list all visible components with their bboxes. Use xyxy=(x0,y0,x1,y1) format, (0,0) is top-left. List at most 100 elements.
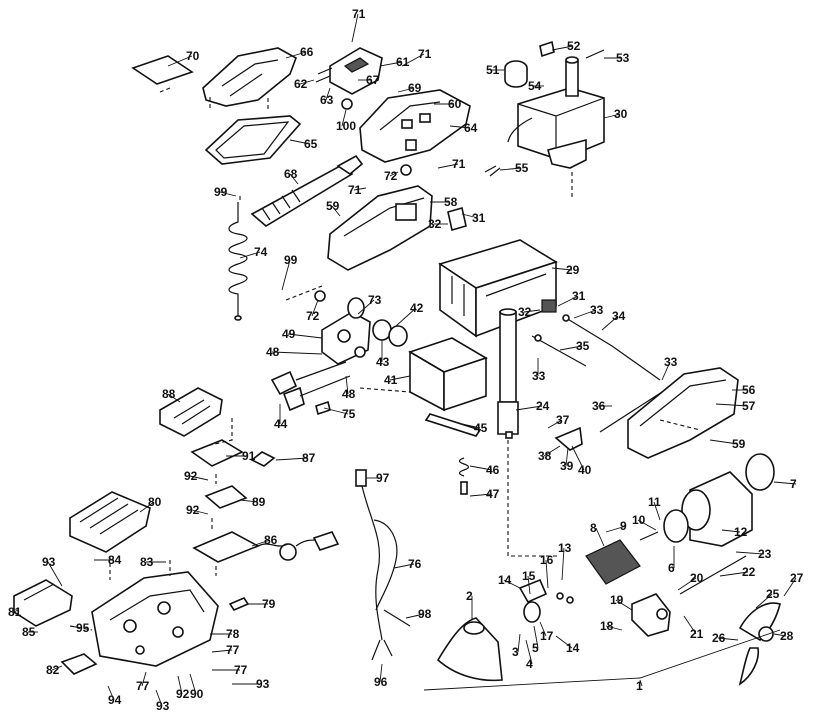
part-label-54: 54 xyxy=(528,79,542,93)
cable-76 xyxy=(355,469,411,661)
leader-line-46 xyxy=(469,465,493,471)
leader-line-61 xyxy=(379,61,403,67)
leader-line-7 xyxy=(773,481,797,485)
part-label-93c: 93 xyxy=(156,699,170,713)
part-label-31a: 31 xyxy=(472,211,486,225)
control-housing-64 xyxy=(341,89,471,163)
part-label-80: 80 xyxy=(148,495,162,509)
part-label-31b: 31 xyxy=(572,289,586,303)
motor-housing-12 xyxy=(681,453,775,547)
leader-line-89 xyxy=(239,499,259,503)
part-label-8: 8 xyxy=(590,521,597,535)
leader-line-90 xyxy=(189,673,197,695)
pedal-part-81 xyxy=(13,579,73,627)
leader-line-71c xyxy=(437,163,459,169)
cover-plate-70 xyxy=(131,55,194,85)
leader-line-19 xyxy=(615,599,633,611)
part-label-3: 3 xyxy=(512,645,519,659)
leader-line-4 xyxy=(525,639,533,665)
part-label-100: 100 xyxy=(336,119,356,133)
part-label-91: 91 xyxy=(242,449,256,463)
leader-line-26 xyxy=(717,637,739,641)
leader-line-92b xyxy=(191,509,209,515)
leader-line-48b xyxy=(345,375,349,395)
leader-line-74 xyxy=(239,251,261,259)
part-label-5: 5 xyxy=(532,641,539,655)
part-label-78: 78 xyxy=(226,627,240,641)
leader-line-20 xyxy=(677,577,697,591)
leader-line-37 xyxy=(547,419,563,429)
part-label-89: 89 xyxy=(252,495,266,509)
part-label-9: 9 xyxy=(620,519,627,533)
leader-line-33b xyxy=(661,361,671,381)
part-label-36: 36 xyxy=(592,399,606,413)
leader-line-39 xyxy=(565,447,569,467)
part-label-40: 40 xyxy=(578,463,592,477)
leader-line-21 xyxy=(683,615,697,635)
leader-line-88 xyxy=(167,393,181,403)
part-label-20: 20 xyxy=(690,571,704,585)
leader-line-14a xyxy=(503,579,521,589)
part-label-59a: 59 xyxy=(326,199,340,213)
leader-line-93c xyxy=(155,689,163,707)
leader-line-80 xyxy=(139,501,155,513)
leader-line-32b xyxy=(523,309,541,313)
leader-line-31a xyxy=(461,213,479,219)
leader-line-68 xyxy=(289,173,299,185)
part-label-34: 34 xyxy=(612,309,626,323)
part-label-65: 65 xyxy=(304,137,318,151)
top-cover-66 xyxy=(202,47,297,110)
part-label-96: 96 xyxy=(374,675,388,689)
part-label-47: 47 xyxy=(486,487,500,501)
leader-line-3 xyxy=(517,633,521,653)
part-label-69: 69 xyxy=(408,81,422,95)
assembly-bracket-1 xyxy=(423,629,781,691)
part-label-98: 98 xyxy=(418,607,432,621)
part-label-37: 37 xyxy=(556,413,570,427)
leader-line-71b xyxy=(401,53,425,67)
armature-8 xyxy=(585,509,689,585)
leader-line-38 xyxy=(543,445,561,457)
part-label-7: 7 xyxy=(790,477,797,491)
leader-line-71a xyxy=(351,13,359,43)
leader-line-47 xyxy=(469,493,493,497)
leader-line-48a xyxy=(271,351,323,355)
pedal-circuit-86 xyxy=(192,531,340,563)
leader-line-15 xyxy=(527,575,531,595)
leader-line-86 xyxy=(251,539,271,547)
part-label-46: 46 xyxy=(486,463,500,477)
part-label-29: 29 xyxy=(566,263,580,277)
leader-line-24 xyxy=(515,405,543,411)
part-label-59b: 59 xyxy=(732,437,746,451)
gasket-65 xyxy=(204,115,302,165)
rods-33-35 xyxy=(531,314,661,381)
leader-line-55 xyxy=(499,167,522,171)
part-label-35: 35 xyxy=(576,339,590,353)
leader-line-99a xyxy=(219,191,237,197)
leader-line-31b xyxy=(557,295,579,307)
part-label-70: 70 xyxy=(186,49,200,63)
part-label-84: 84 xyxy=(108,553,122,567)
part-label-72b: 72 xyxy=(306,309,320,323)
leader-line-76 xyxy=(393,563,415,569)
part-label-4: 4 xyxy=(526,657,533,671)
leader-line-12 xyxy=(721,529,741,533)
side-plate-56 xyxy=(627,367,739,459)
leader-line-64 xyxy=(449,125,471,129)
part-label-22: 22 xyxy=(742,565,756,579)
leader-line-94 xyxy=(107,685,115,701)
part-label-12: 12 xyxy=(734,525,748,539)
pedal-pad-80 xyxy=(69,491,151,553)
part-label-23: 23 xyxy=(758,547,772,561)
part-label-45: 45 xyxy=(474,421,488,435)
leader-line-59a xyxy=(331,205,341,217)
side-bracket-59 xyxy=(327,185,467,271)
leader-line-77c xyxy=(141,671,147,687)
part-label-77c: 77 xyxy=(136,679,150,693)
part-label-99a: 99 xyxy=(214,185,228,199)
leader-line-71d xyxy=(353,187,367,191)
part-label-88: 88 xyxy=(162,387,176,401)
part-label-77a: 77 xyxy=(226,643,240,657)
part-label-44: 44 xyxy=(274,417,288,431)
leader-line-23 xyxy=(735,551,765,555)
